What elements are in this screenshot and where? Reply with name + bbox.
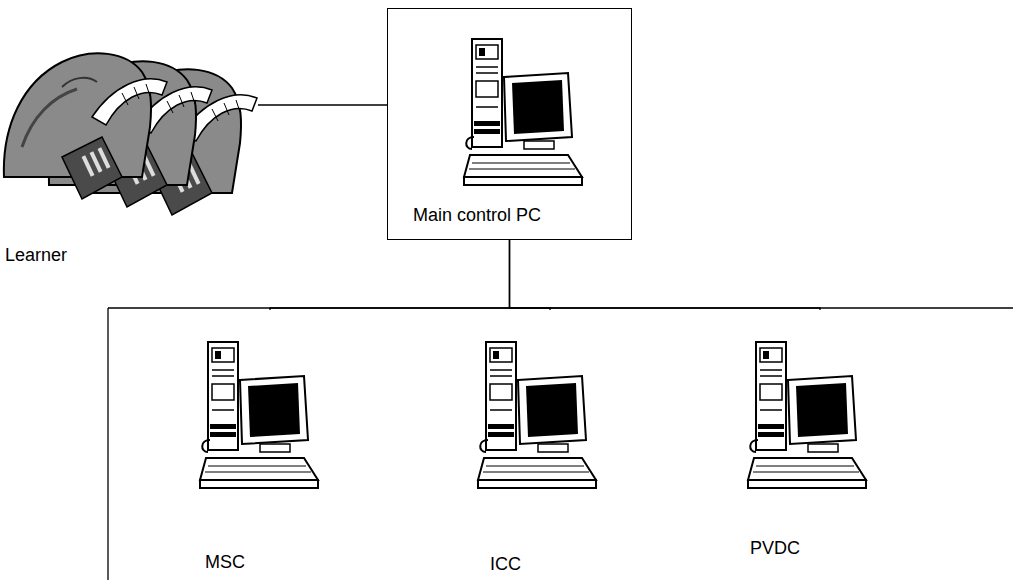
node-label: Main control PC [413, 205, 541, 226]
pc-box: Main control PC [387, 8, 632, 240]
connector [510, 240, 821, 310]
learner-figure: Learner [0, 25, 258, 270]
node-label: PVDC [750, 538, 800, 559]
pc-node: MSC [190, 310, 350, 578]
computer-icon [744, 340, 874, 500]
node-label: MSC [205, 552, 245, 573]
pc-node: PVDC [740, 310, 900, 578]
learner-illustration [2, 25, 258, 225]
connector [258, 104, 387, 105]
connector [270, 240, 510, 310]
computer-icon [196, 340, 326, 500]
connector [510, 240, 551, 310]
node-label: Learner [5, 245, 67, 266]
pc-node: ICC [470, 310, 630, 579]
bus-bracket [107, 308, 108, 580]
computer-icon [474, 340, 604, 500]
node-label: ICC [490, 554, 521, 575]
computer-icon [460, 37, 590, 197]
